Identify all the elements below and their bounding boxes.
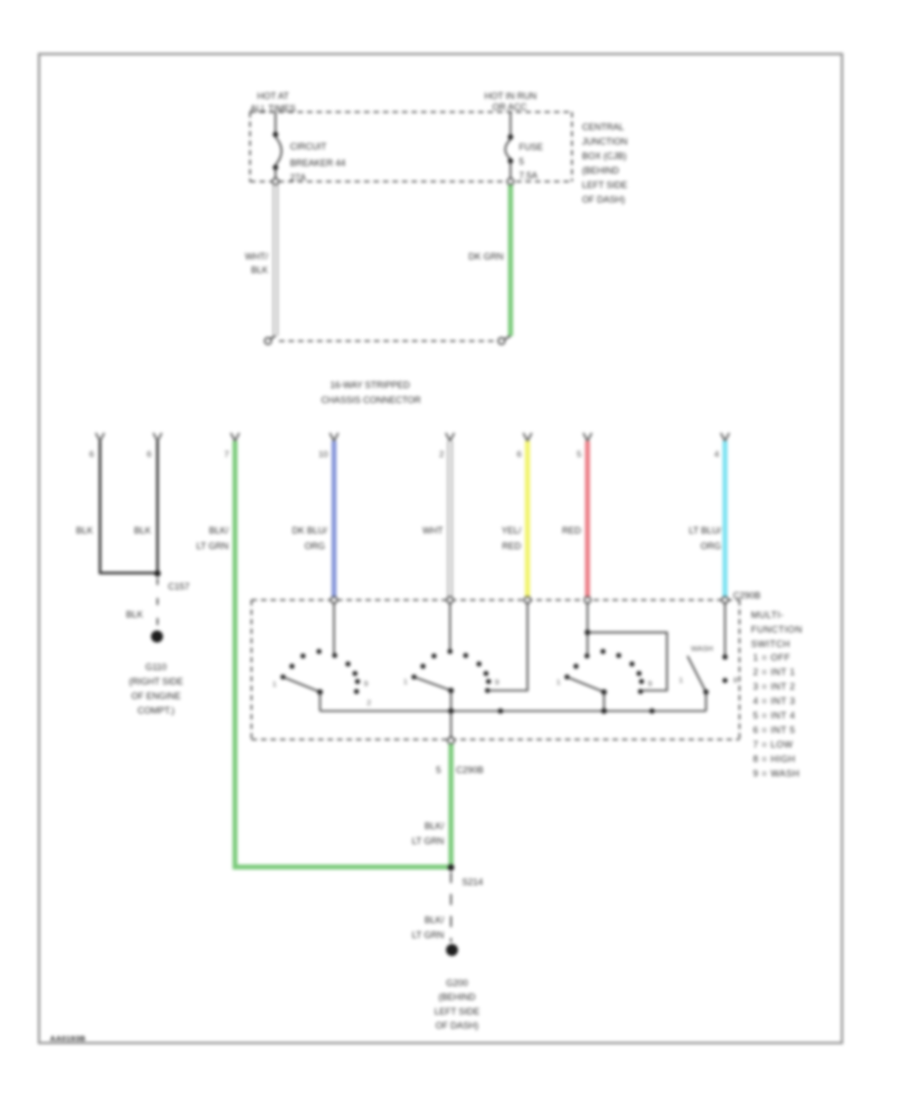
svg-text:YEL/: YEL/ xyxy=(501,526,521,536)
svg-text:C157: C157 xyxy=(168,582,190,592)
svg-text:1: 1 xyxy=(556,678,560,687)
svg-text:LT GRN: LT GRN xyxy=(412,836,444,846)
svg-text:1: 1 xyxy=(272,680,276,689)
svg-text:ORG: ORG xyxy=(304,541,325,551)
svg-text:OR ACC: OR ACC xyxy=(492,102,527,112)
svg-text:S214: S214 xyxy=(462,877,483,887)
svg-text:BLK/: BLK/ xyxy=(209,526,229,536)
svg-text:6: 6 xyxy=(517,449,522,459)
svg-text:BLK/: BLK/ xyxy=(424,821,444,831)
svg-text:6 = INT 5: 6 = INT 5 xyxy=(753,725,795,735)
svg-text:9: 9 xyxy=(495,678,499,687)
svg-text:LEFT SIDE: LEFT SIDE xyxy=(434,1007,479,1017)
svg-text:JUNCTION: JUNCTION xyxy=(582,137,628,147)
svg-text:27A: 27A xyxy=(290,173,306,183)
svg-text:4: 4 xyxy=(714,449,719,459)
svg-text:BLK/: BLK/ xyxy=(424,915,444,925)
svg-text:RED: RED xyxy=(562,526,582,536)
svg-text:C290B: C290B xyxy=(733,591,761,601)
svg-text:7: 7 xyxy=(224,449,229,459)
svg-text:SWITCH: SWITCH xyxy=(751,639,790,649)
svg-text:9: 9 xyxy=(364,679,368,688)
svg-text:7 = LOW: 7 = LOW xyxy=(753,740,793,750)
svg-text:6: 6 xyxy=(89,449,94,459)
svg-text:FUSE: FUSE xyxy=(519,142,543,152)
svg-text:5: 5 xyxy=(519,157,524,167)
svg-text:8 = HIGH: 8 = HIGH xyxy=(753,754,796,764)
svg-text:FUNCTION: FUNCTION xyxy=(751,625,802,635)
svg-text:BLK: BLK xyxy=(76,526,93,536)
svg-text:(RIGHT SIDE: (RIGHT SIDE xyxy=(129,677,183,687)
svg-text:COMPT.): COMPT.) xyxy=(138,706,175,716)
svg-text:WHT: WHT xyxy=(423,526,444,536)
svg-text:1: 1 xyxy=(679,676,683,685)
svg-text:HOT AT: HOT AT xyxy=(257,91,289,101)
svg-text:(BEHIND: (BEHIND xyxy=(582,166,620,176)
svg-text:LT BLU/: LT BLU/ xyxy=(689,526,722,536)
svg-text:OF DASH): OF DASH) xyxy=(435,1021,478,1031)
svg-text:4 = INT 3: 4 = INT 3 xyxy=(753,696,795,706)
svg-text:AA0193B: AA0193B xyxy=(50,1034,86,1043)
svg-text:1: 1 xyxy=(403,677,407,686)
svg-text:3 = INT 2: 3 = INT 2 xyxy=(753,682,795,692)
svg-text:10: 10 xyxy=(319,449,329,459)
svg-text:2: 2 xyxy=(367,698,371,707)
svg-text:OF ENGINE: OF ENGINE xyxy=(131,691,181,701)
svg-text:7.5A: 7.5A xyxy=(519,171,538,181)
svg-text:CIRCUIT: CIRCUIT xyxy=(290,142,327,152)
svg-text:ORG: ORG xyxy=(700,541,721,551)
svg-text:G200: G200 xyxy=(446,978,468,988)
svg-text:2: 2 xyxy=(439,449,444,459)
svg-text:G110: G110 xyxy=(145,662,166,672)
svg-text:MULTI-: MULTI- xyxy=(751,610,784,620)
svg-text:6: 6 xyxy=(147,449,152,459)
svg-text:DK GRN: DK GRN xyxy=(468,252,503,262)
svg-text:8: 8 xyxy=(733,676,737,685)
svg-text:RED: RED xyxy=(502,541,522,551)
svg-text:CENTRAL: CENTRAL xyxy=(582,122,624,132)
svg-text:BOX (CJB): BOX (CJB) xyxy=(582,151,627,161)
svg-text:BLK: BLK xyxy=(126,610,143,620)
svg-text:(BEHIND: (BEHIND xyxy=(438,992,476,1002)
svg-text:16-WAY STRIPPED: 16-WAY STRIPPED xyxy=(330,380,410,390)
svg-text:HOT IN RUN: HOT IN RUN xyxy=(484,91,536,101)
svg-text:BLK: BLK xyxy=(134,526,151,536)
svg-text:LEFT SIDE: LEFT SIDE xyxy=(582,180,627,190)
svg-text:9: 9 xyxy=(648,679,652,688)
svg-text:C290B: C290B xyxy=(456,765,484,775)
svg-text:WHT/: WHT/ xyxy=(245,252,268,262)
svg-text:BLK: BLK xyxy=(251,265,268,275)
svg-text:BREAKER 44: BREAKER 44 xyxy=(290,158,346,168)
svg-text:WASH: WASH xyxy=(691,644,713,653)
svg-text:LT GRN: LT GRN xyxy=(196,541,228,551)
svg-text:2 = INT 1: 2 = INT 1 xyxy=(753,667,795,677)
svg-text:OF DASH): OF DASH) xyxy=(582,195,625,205)
svg-text:9 = WASH: 9 = WASH xyxy=(753,769,800,779)
svg-text:DK BLU/: DK BLU/ xyxy=(292,526,328,536)
svg-text:5 = INT 4: 5 = INT 4 xyxy=(753,711,795,721)
svg-text:CHASSIS CONNECTOR: CHASSIS CONNECTOR xyxy=(321,395,421,405)
svg-text:ALL TIMES: ALL TIMES xyxy=(250,104,296,114)
svg-text:5: 5 xyxy=(436,765,441,775)
svg-text:5: 5 xyxy=(577,449,582,459)
svg-text:1 = OFF: 1 = OFF xyxy=(753,653,790,663)
svg-text:LT GRN: LT GRN xyxy=(412,930,444,940)
